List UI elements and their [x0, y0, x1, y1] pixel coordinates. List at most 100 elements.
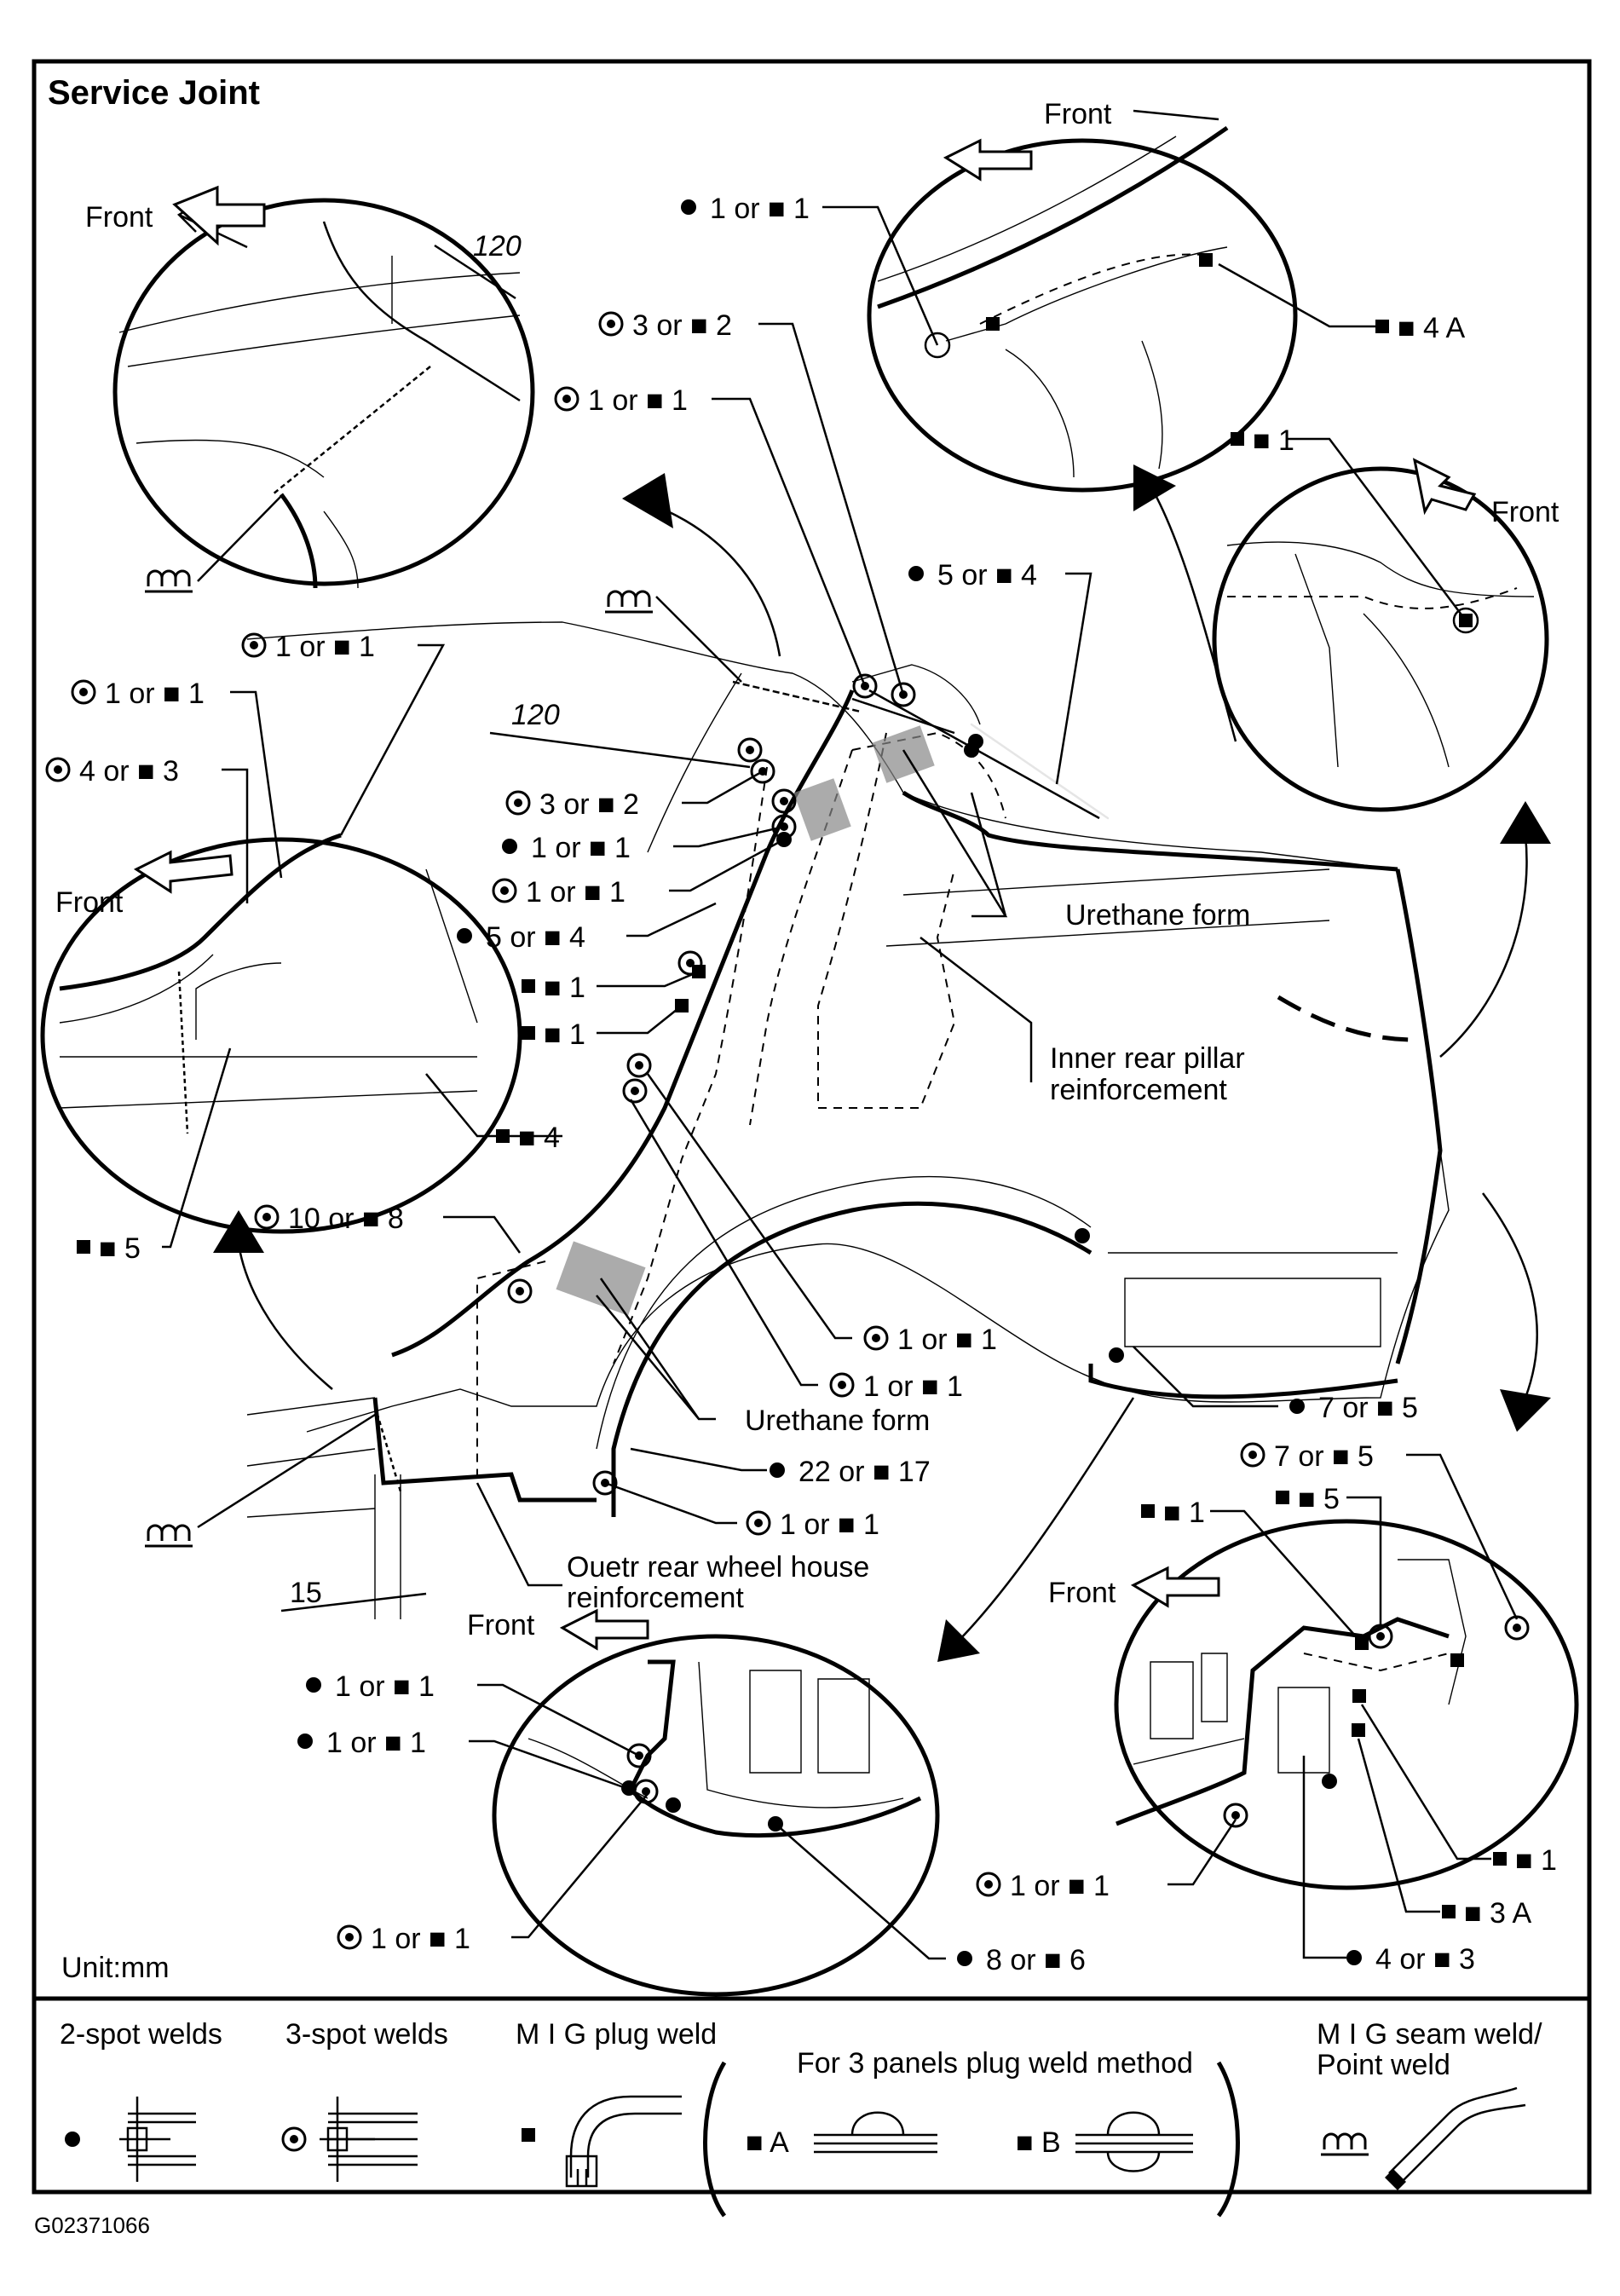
bracket-right — [1216, 2061, 1240, 2218]
spot-weld-ring-icon — [281, 2126, 307, 2152]
callout-text: 3 or ■ 2 — [539, 788, 639, 821]
method-b-icon — [1075, 2111, 1193, 2172]
callout-text: 1 or ■ 1 — [897, 1324, 997, 1356]
callout-text: 3 or ■ 2 — [632, 309, 732, 342]
legend-method-b: ■ B — [1016, 2126, 1061, 2159]
main-quarter-panel — [246, 621, 1450, 1518]
front-label: Front — [55, 886, 124, 919]
welding-torch-icon — [1385, 2086, 1526, 2190]
callout-text: 1 or ■ 1 — [526, 876, 626, 909]
callout-text: 1 or ■ 1 — [1010, 1870, 1110, 1902]
legend-point-weld: Point weld — [1317, 2049, 1450, 2081]
callout-text: 8 or ■ 6 — [986, 1944, 1086, 1976]
detail-top-right — [867, 125, 1298, 493]
callout-text: 1 or ■ 1 — [105, 678, 205, 710]
front-label: Front — [85, 201, 153, 234]
callout-text: ■ 4 A — [1398, 312, 1465, 344]
outer-wheel-house-label: Ouetr rear wheel house — [567, 1551, 869, 1584]
front-arrow-icon — [172, 185, 266, 246]
legend-two-spot: 2-spot welds — [60, 2018, 222, 2051]
callout-text: 1 or ■ 1 — [371, 1923, 470, 1955]
callout-text: ■ 5 — [99, 1232, 141, 1265]
three-spot-weld-icon — [320, 2097, 418, 2182]
callout-text: 22 or ■ 17 — [798, 1456, 931, 1488]
callout-labels: 1 or ■ 1 ■ 4 A 3 or ■ 2 1 or ■ 1 ■ 1 5 o… — [45, 193, 1557, 1976]
curved-arrow-icon — [937, 1397, 1135, 1662]
dimension-line-120 — [434, 244, 516, 300]
curved-arrow-icon — [1481, 1192, 1551, 1432]
unit-label: Unit:mm — [61, 1952, 170, 1984]
method-a-icon — [814, 2111, 937, 2154]
spot-weld-dot-icon — [65, 2132, 80, 2147]
curved-arrow-icon — [1439, 801, 1551, 1058]
figure-id: G02371066 — [34, 2212, 150, 2238]
legend-mig-plug: M I G plug weld — [516, 2018, 717, 2051]
dimension-120: 120 — [473, 230, 522, 262]
dimension-120: 120 — [511, 699, 560, 731]
callout-text: 7 or ■ 5 — [1318, 1392, 1418, 1424]
outer-wheel-house-label: reinforcement — [567, 1582, 744, 1614]
callout-text: 1 or ■ 1 — [863, 1370, 963, 1403]
plug-weld-square-icon — [522, 2128, 535, 2142]
callout-text: 5 or ■ 4 — [486, 921, 585, 954]
dimension-line-120 — [489, 731, 751, 769]
callout-text: 7 or ■ 5 — [1274, 1440, 1374, 1473]
front-arrow-icon — [133, 850, 233, 894]
callout-text: 1 or ■ 1 — [335, 1670, 435, 1703]
callout-text: 1 or ■ 1 — [326, 1727, 426, 1759]
seam-weld-symbol-icon — [1319, 2132, 1370, 2156]
callout-text: ■ 1 — [1515, 1844, 1557, 1877]
legend: 2-spot welds 3-spot welds M I G plug wel… — [60, 2018, 1542, 2218]
legend-three-panels: For 3 panels plug weld method — [797, 2047, 1193, 2080]
curved-arrow-icon — [1133, 464, 1237, 742]
front-arrow-icon — [559, 1608, 649, 1651]
two-spot-weld-icon — [119, 2097, 196, 2182]
callout-text: 1 or ■ 1 — [531, 832, 631, 864]
dimension-15: 15 — [290, 1577, 322, 1609]
seam-weld-symbol-icon — [603, 590, 654, 614]
dimension-line-15 — [280, 1592, 427, 1612]
callout-text: ■ 1 — [544, 972, 585, 1004]
callout-text: ■ 5 — [1298, 1483, 1340, 1515]
front-label: Front — [1048, 1577, 1116, 1609]
callout-text: ■ 3 A — [1464, 1897, 1531, 1930]
detail-top-left — [112, 198, 535, 589]
callout-text: 10 or ■ 8 — [288, 1203, 404, 1235]
callout-text: ■ 1 — [544, 1018, 585, 1051]
callout-text: 4 or ■ 3 — [79, 755, 179, 787]
front-arrow-icon — [1130, 1566, 1220, 1608]
front-arrow-icon — [1412, 458, 1477, 516]
legend-three-spot: 3-spot welds — [285, 2018, 448, 2051]
legend-method-a: ■ A — [746, 2126, 789, 2159]
inner-pillar-label: Inner rear pillar — [1050, 1042, 1245, 1075]
outer-frame — [32, 59, 1592, 2195]
callout-text: ■ 4 — [518, 1122, 560, 1154]
callout-text: 5 or ■ 4 — [937, 559, 1037, 591]
detail-bottom-left — [492, 1634, 940, 1997]
seam-weld-symbol-icon — [143, 569, 194, 593]
leader-line — [197, 495, 282, 582]
callout-text: 1 or ■ 1 — [780, 1509, 879, 1541]
callout-text: ■ 1 — [1163, 1497, 1205, 1529]
curved-arrow-icon — [213, 1210, 333, 1390]
callout-text: 1 or ■ 1 — [275, 631, 375, 663]
plug-weld-gun-icon — [565, 2095, 682, 2188]
callout-text: 4 or ■ 3 — [1375, 1943, 1475, 1976]
bracket-left — [703, 2061, 727, 2218]
detail-right — [1212, 466, 1549, 812]
urethane-form-label: Urethane form — [1065, 899, 1250, 932]
callout-text: ■ 1 — [1253, 424, 1294, 457]
urethane-form-label: Urethane form — [745, 1405, 930, 1437]
inner-pillar-label: reinforcement — [1050, 1074, 1227, 1106]
front-label: Front — [1491, 496, 1559, 528]
detail-bottom-right — [1114, 1519, 1579, 1890]
detail-left — [40, 833, 522, 1234]
legend-mig-seam: M I G seam weld/ — [1317, 2018, 1542, 2051]
callout-text: 1 or ■ 1 — [588, 384, 688, 417]
front-label: Front — [1044, 98, 1112, 130]
curved-arrow-icon — [622, 473, 781, 657]
leader-lines — [162, 205, 1519, 1960]
front-label: Front — [467, 1609, 535, 1641]
seam-weld-symbol-icon — [143, 1524, 194, 1548]
